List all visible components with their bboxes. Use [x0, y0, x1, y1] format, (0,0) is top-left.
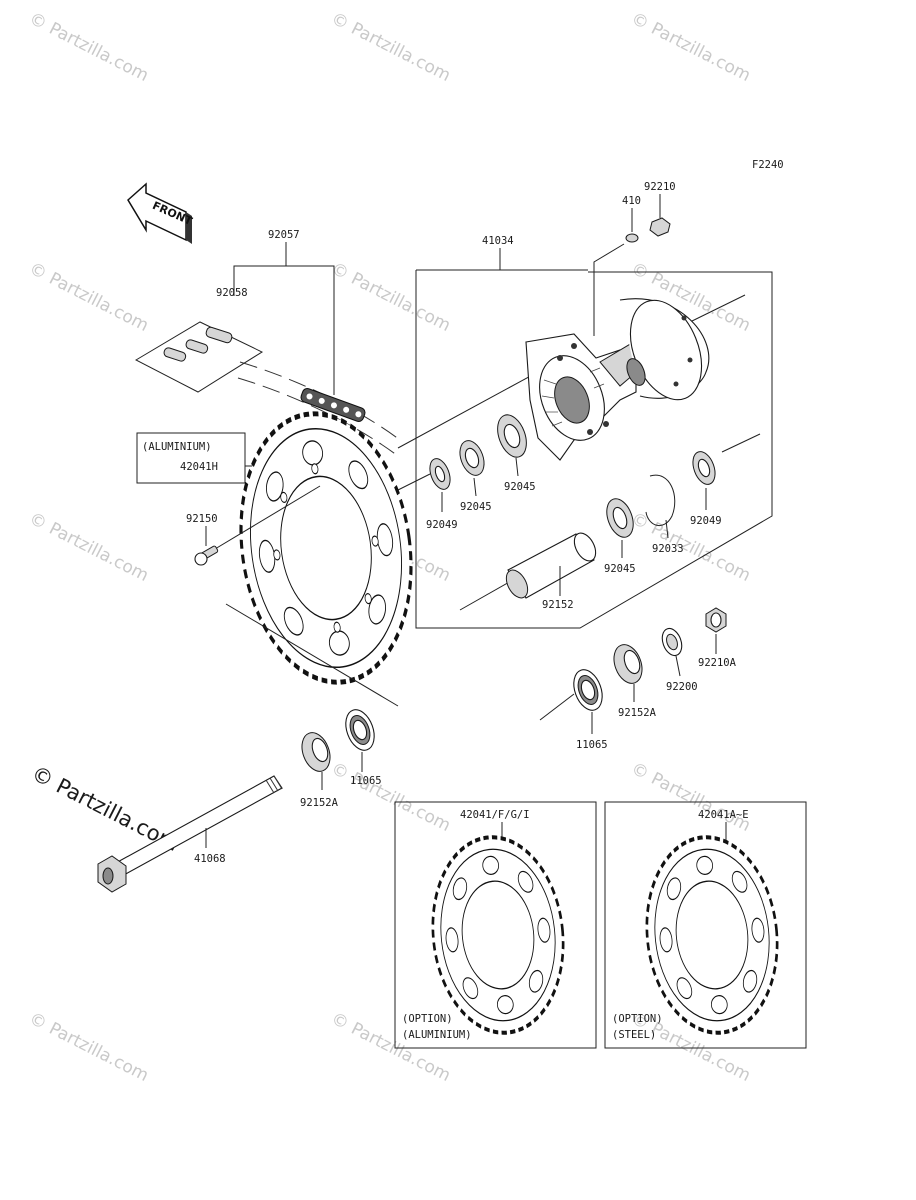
watermark: © Partzilla.com: [26, 509, 152, 586]
hub-collar: 92152: [505, 532, 597, 611]
option-2-line2: (STEEL): [612, 1029, 656, 1041]
watermark: © Partzilla.com: [628, 9, 754, 86]
chain-master-link: [134, 321, 264, 393]
rear-hub: [525, 298, 710, 461]
part-label-92210: 92210: [644, 181, 676, 193]
sprocket-bolt: 92150: [186, 485, 321, 566]
part-label-11065-left: 11065: [350, 775, 382, 787]
watermark: © Partzilla.com: [26, 259, 152, 336]
option-box-aluminium: 42041/F/G/I (OPTION) (ALUMINIUM): [394, 801, 597, 1049]
watermark: © Partzilla.com: [628, 759, 754, 836]
rear-axle: 41068: [97, 775, 283, 893]
chain-callouts: 92057 92058: [216, 229, 335, 395]
right-spacers: 92210A 92200 92152A 11065: [573, 607, 737, 751]
watermark: © Partzilla.com: [26, 9, 152, 86]
part-label-92045-a: 92045: [460, 501, 492, 513]
part-label-92210a: 92210A: [698, 657, 737, 669]
part-label-92057: 92057: [268, 229, 300, 241]
left-spacers: 11065 92152A: [300, 709, 382, 809]
part-label-92033: 92033: [652, 543, 684, 555]
part-label-41034: 41034: [482, 235, 514, 247]
part-label-92049-left: 92049: [426, 519, 458, 531]
option-box-steel: 42041A~E (OPTION) (STEEL): [604, 801, 807, 1049]
aluminium-note: (ALUMINIUM): [142, 441, 212, 453]
option-2-line1: (OPTION): [612, 1013, 663, 1025]
hub-fasteners: 410 92210: [593, 181, 676, 336]
option-1-line1: (OPTION): [402, 1013, 453, 1025]
watermark: © Partzilla.com: [328, 759, 454, 836]
watermark: © Partzilla.com: [26, 1009, 152, 1086]
axis-lines: [225, 294, 761, 721]
part-label-92058: 92058: [216, 287, 248, 299]
part-label-92152a-right: 92152A: [618, 707, 657, 719]
part-label-41068: 41068: [194, 853, 226, 865]
part-label-92150: 92150: [186, 513, 218, 525]
diagram-code: F2240: [752, 159, 784, 171]
part-label-92049-right: 92049: [690, 515, 722, 527]
part-label-410: 410: [622, 195, 641, 207]
option-1-part: 42041/F/G/I: [460, 809, 530, 821]
aluminium-sprocket-label: (ALUMINIUM) 42041H: [136, 432, 262, 484]
front-arrow-icon: FRONT: [127, 182, 195, 244]
hub-bearings: 92049 92045 92045 92045 92033 92049: [426, 414, 722, 575]
part-label-92045-b: 92045: [504, 481, 536, 493]
drive-chain: [237, 361, 401, 457]
part-label-92152a-left: 92152A: [300, 797, 339, 809]
part-label-92152: 92152: [542, 599, 574, 611]
part-label-42041h: 42041H: [180, 461, 218, 473]
part-label-92200: 92200: [666, 681, 698, 693]
option-1-line2: (ALUMINIUM): [402, 1029, 472, 1041]
watermark: © Partzilla.com: [328, 9, 454, 86]
part-label-11065-right: 11065: [576, 739, 608, 751]
part-label-92045-c: 92045: [604, 563, 636, 575]
hub-assembly-box: 41034: [415, 235, 773, 629]
option-2-part: 42041A~E: [698, 809, 749, 821]
rear-sprocket: [239, 411, 413, 685]
